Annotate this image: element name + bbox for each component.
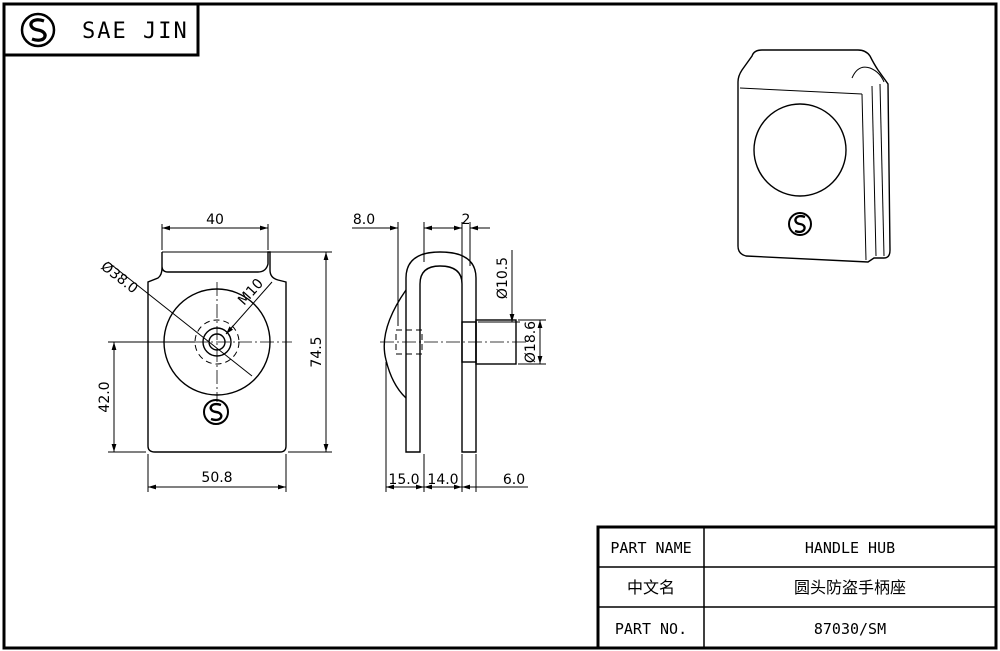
- dim-leader-thread: [225, 281, 273, 335]
- dim-bottom-c: 6.0: [503, 472, 525, 488]
- iso-boss-circle: [753, 103, 847, 197]
- part-name-label: PART NAME: [610, 539, 691, 557]
- part-no-label: PART NO.: [615, 620, 687, 638]
- front-plate-outline: [147, 251, 287, 453]
- sae-jin-logo-icon: [20, 12, 56, 48]
- dim-top-left: 8.0: [353, 212, 375, 228]
- header-box: SAE JIN: [4, 4, 200, 57]
- part-name-value: HANDLE HUB: [805, 539, 895, 557]
- iso-side-edge-3: [879, 83, 885, 257]
- side-screw-hidden: [395, 329, 423, 355]
- brand-name: SAE JIN: [82, 19, 189, 44]
- title-block-border: [596, 525, 998, 650]
- dim-leader-diameter: [107, 261, 253, 377]
- title-block: PART NAME HANDLE HUB 中文名 圆头防盗手柄座 PART NO…: [596, 525, 998, 650]
- dim-bottom-width: 50.8: [201, 470, 232, 486]
- iso-side-edge: [861, 93, 867, 261]
- dim-thread: M10: [235, 276, 267, 309]
- side-view: 8.0 2 Ø10.5 Ø18.6 15.0 14.0 6.0: [352, 212, 546, 492]
- dim-diameter-outer: Ø38.0: [98, 259, 141, 298]
- side-dome-outline: [383, 289, 407, 399]
- chinese-name-value: 圆头防盗手柄座: [794, 578, 906, 597]
- front-view: 40 Ø38.0 M10 74.5 42.0 50.8: [97, 212, 332, 492]
- chinese-name-label: 中文名: [627, 578, 675, 597]
- dim-height-center: 42.0: [97, 381, 113, 412]
- dim-top-right: 2: [462, 212, 471, 228]
- isometric-view: [737, 49, 891, 263]
- front-plate-logo-icon: [203, 399, 229, 425]
- header-border: [4, 4, 200, 57]
- iso-side-edge-2: [871, 85, 877, 257]
- iso-logo-icon: [788, 212, 812, 236]
- side-bracket-outline: [405, 251, 477, 453]
- dim-height-total: 74.5: [309, 336, 325, 367]
- dim-bottom-b: 14.0: [427, 472, 458, 488]
- part-no-value: 87030/SM: [814, 620, 886, 638]
- dim-bottom-a: 15.0: [388, 472, 419, 488]
- iso-body-outline: [737, 49, 891, 263]
- dim-diameter-bore: Ø18.6: [523, 321, 539, 363]
- dim-top-width: 40: [206, 212, 224, 228]
- dim-diameter-small: Ø10.5: [495, 257, 511, 299]
- iso-hook-curve: [851, 66, 885, 83]
- iso-top-edge: [739, 87, 863, 95]
